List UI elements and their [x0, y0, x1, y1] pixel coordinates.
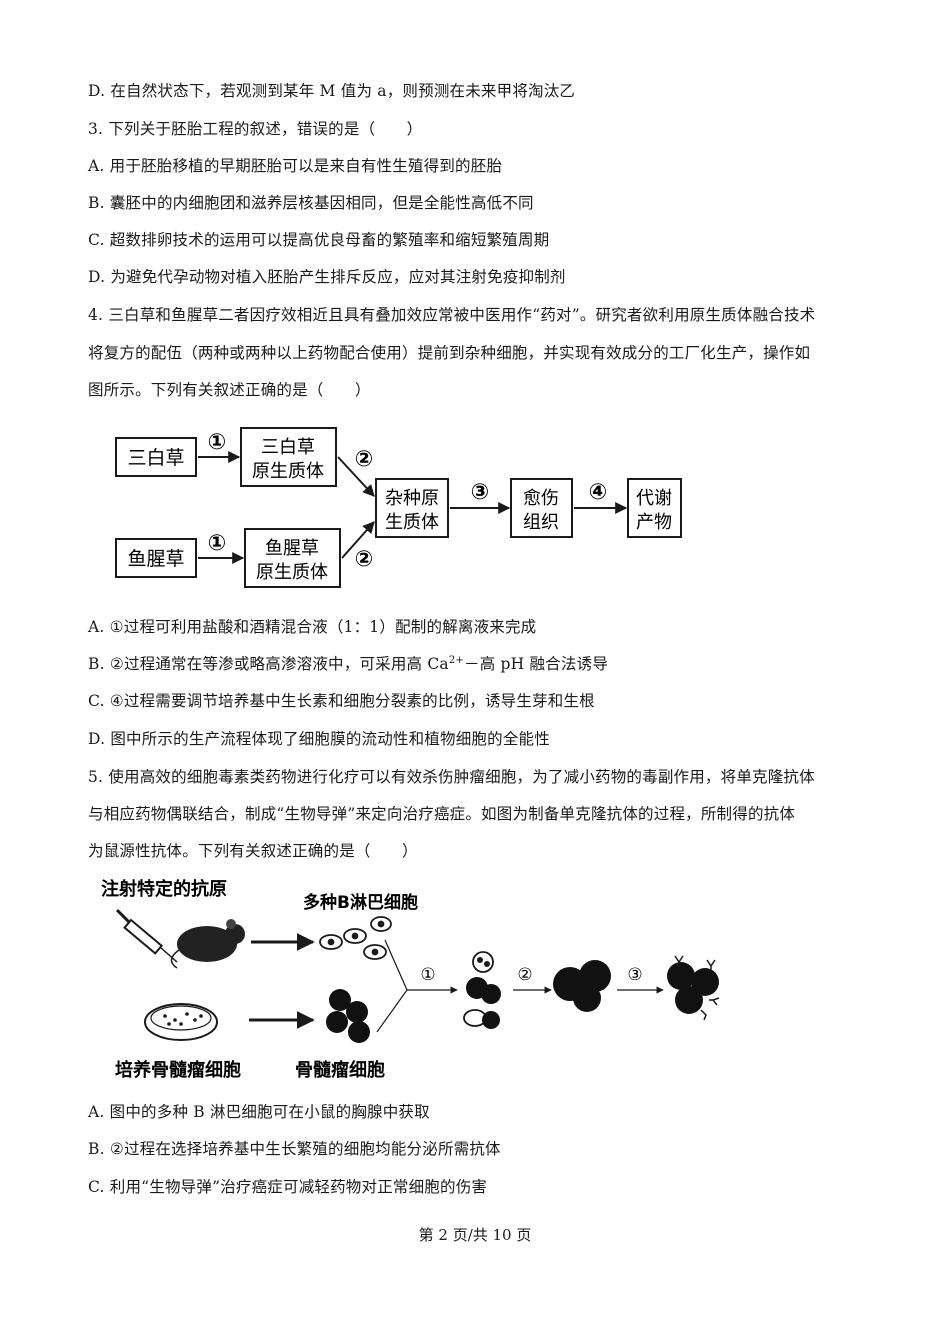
question-4-stem-line-1: 4. 三白草和鱼腥草二者因疗效相近且具有叠加效应常被中医用作“药对”。研究者欲利…	[88, 306, 816, 324]
hybrid-protoplast-label-2: 生质体	[385, 512, 439, 533]
question-4-stem-line-3: 图所示。下列有关叙述正确的是（ ）	[88, 381, 371, 399]
yuxingcao-protoplast-label-2: 原生质体	[256, 562, 328, 583]
question-4-option-a: A. ①过程可利用盐酸和酒精混合液（1：1）配制的解离液来完成	[88, 618, 537, 636]
step-3-label: ③	[627, 965, 642, 985]
b-cells-cluster	[319, 916, 392, 960]
metabolite-label-1: 代谢	[636, 488, 672, 509]
myeloma-cells-label: 骨髓瘤细胞	[295, 1059, 385, 1081]
question-5-option-b: B. ②过程在选择培养基中生长繁殖的细胞均能分泌所需抗体	[88, 1140, 501, 1158]
option-b-text-2: －高 pH 融合法诱导	[464, 655, 609, 673]
question-4-option-c: C. ④过程需要调节培养基中生长素和细胞分裂素的比例，诱导生芽和生根	[88, 692, 595, 710]
sanbaicao-label: 三白草	[127, 447, 184, 469]
inject-antigen-label: 注射特定的抗原	[101, 878, 227, 900]
step-1-top-label: ①	[208, 430, 227, 455]
question-3-option-b: B. 囊胚中的内细胞团和滋养层核基因相同，但是全能性高低不同	[88, 194, 534, 212]
yuxingcao-protoplast-box	[244, 528, 341, 588]
question-3-option-a: A. 用于胚胎移植的早期胚胎可以是来自有性生殖得到的胚胎	[88, 157, 503, 175]
merge-line-bottom	[376, 989, 408, 1033]
step-4-label: ④	[589, 480, 608, 505]
metabolite-box	[627, 478, 682, 538]
option-3-d-prev: D. 在自然状态下，若观测到某年 M 值为 a，则预测在未来甲将淘汰乙	[88, 82, 576, 100]
question-3-stem: 3. 下列关于胚胎工程的叙述，错误的是（ ）	[88, 120, 423, 138]
step-1-bottom-label: ①	[208, 531, 227, 556]
callus-box	[510, 478, 573, 538]
hybridoma-cells	[553, 960, 611, 1012]
calcium-charge-superscript: 2+	[448, 654, 465, 666]
yuxingcao-label: 鱼腥草	[127, 548, 184, 570]
question-4-option-d: D. 图中所示的生产流程体现了细胞膜的流动性和植物细胞的全能性	[88, 730, 550, 748]
antibody-secreting-cells	[667, 955, 720, 1021]
myeloma-cells-cluster	[326, 989, 370, 1043]
step-1-label: ①	[420, 965, 435, 985]
step-3-label: ③	[471, 480, 490, 505]
b-cells-label: 多种B淋巴细胞	[303, 892, 418, 913]
option-b-text-1: B. ②过程通常在等渗或略高渗溶液中，可采用高 Ca	[88, 655, 449, 673]
sanbaicao-protoplast-box	[240, 427, 337, 487]
question-3-option-c: C. 超数排卵技术的运用可以提高优良母畜的繁殖率和缩短繁殖周期	[88, 231, 550, 249]
culture-myeloma-label: 培养骨髓瘤细胞	[115, 1059, 241, 1081]
sanbaicao-box	[115, 437, 197, 477]
arrow-step-2-bottom	[341, 521, 375, 559]
petri-dish-icon	[144, 1003, 218, 1041]
question-4-stem-line-2: 将复方的配伍（两种或两种以上药物配合使用）提前到杂种细胞，并实现有效成分的工厂化…	[88, 344, 811, 362]
arrow-step-2-top	[337, 456, 375, 497]
merge-line-top	[384, 939, 408, 991]
yuxingcao-box	[115, 538, 197, 578]
callus-label-2: 组织	[523, 512, 559, 533]
yuxingcao-protoplast-label-1: 鱼腥草	[265, 538, 319, 559]
question-5-stem-line-2: 与相应药物偶联结合，制成“生物导弹”来定向治疗癌症。如图为制备单克隆抗体的过程，…	[88, 805, 796, 823]
fused-cells-cluster	[463, 951, 501, 1029]
metabolite-label-2: 产物	[636, 512, 672, 533]
page-footer: 第 2 页/共 10 页	[418, 1226, 532, 1244]
step-2-top-label: ②	[355, 447, 374, 472]
protoplast-fusion-diagram: 三白草 三白草 原生质体 鱼腥草 鱼腥草 原生质体 杂种原 生质体 愈伤 组织 …	[115, 427, 682, 588]
question-4-option-b: B. ②过程通常在等渗或略高渗溶液中，可采用高 Ca2+－高 pH 融合法诱导	[88, 653, 608, 675]
syringe-icon	[115, 908, 178, 963]
question-5-stem-line-3: 为鼠源性抗体。下列有关叙述正确的是（ ）	[88, 842, 418, 860]
callus-label-1: 愈伤	[523, 488, 559, 509]
monoclonal-antibody-diagram: 注射特定的抗原 多种B淋巴细胞 培养骨髓瘤细胞 骨髓瘤细胞 ①	[101, 878, 720, 1081]
question-5-option-c: C. 利用“生物导弹”治疗癌症可减轻药物对正常细胞的伤害	[88, 1178, 488, 1196]
step-2-bottom-label: ②	[355, 547, 374, 572]
sanbaicao-protoplast-label-1: 三白草	[261, 437, 315, 458]
step-2-label: ②	[517, 965, 532, 985]
hybrid-protoplast-label-1: 杂种原	[385, 488, 439, 509]
sanbaicao-protoplast-label-2: 原生质体	[252, 461, 324, 482]
mouse-icon	[170, 919, 245, 969]
question-5-option-a: A. 图中的多种 B 淋巴细胞可在小鼠的胸腺中获取	[88, 1103, 430, 1121]
hybrid-protoplast-box	[375, 478, 449, 538]
question-5-stem-line-1: 5. 使用高效的细胞毒素类药物进行化疗可以有效杀伤肿瘤细胞，为了减小药物的毒副作…	[88, 768, 815, 786]
question-3-option-d: D. 为避免代孕动物对植入胚胎产生排斥反应，应对其注射免疫抑制剂	[88, 268, 566, 286]
